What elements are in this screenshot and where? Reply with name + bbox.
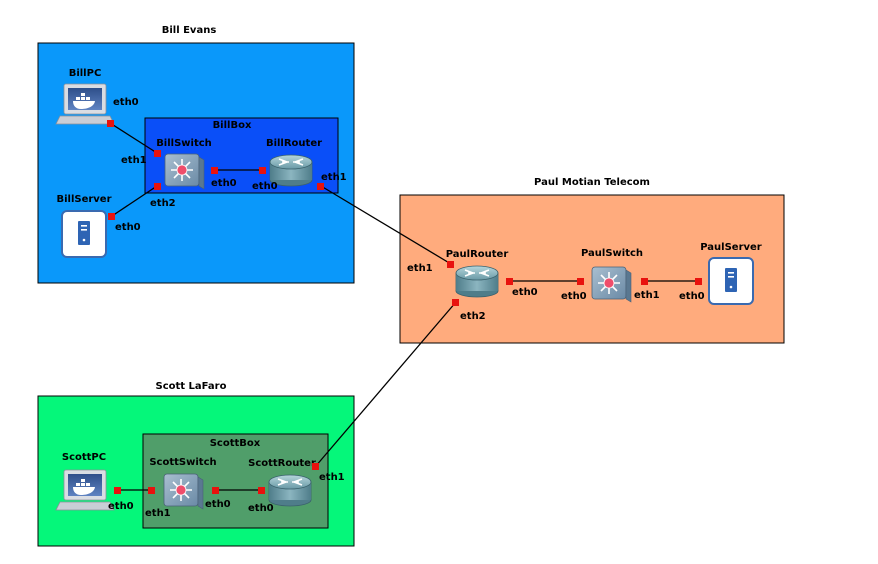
port-label: eth2: [460, 311, 486, 322]
port-label: eth0: [252, 181, 278, 192]
box-billbox-title: BillBox: [213, 120, 252, 131]
docker-pc-icon: [55, 83, 115, 125]
node-label: ScottPC: [62, 452, 106, 463]
node-label: PaulSwitch: [581, 248, 643, 259]
port-marker[interactable]: [108, 213, 115, 220]
switch-icon: [591, 266, 632, 303]
docker-pc-icon: [55, 469, 115, 511]
node-paulrouter[interactable]: PaulRouter: [446, 249, 509, 298]
node-paulswitch[interactable]: PaulSwitch: [581, 248, 643, 303]
port-labels: eth0 eth1 eth0 eth2 eth0 eth0 eth1 eth1 …: [108, 97, 705, 519]
port-label: eth0: [108, 501, 134, 512]
zone-scott-title: Scott LaFaro: [156, 381, 227, 392]
node-label: PaulServer: [700, 242, 762, 253]
port-label: eth0: [211, 178, 237, 189]
node-label: BillServer: [56, 194, 111, 205]
port-marker[interactable]: [154, 183, 161, 190]
node-billswitch[interactable]: BillSwitch: [156, 138, 212, 190]
port-label: eth1: [634, 290, 660, 301]
port-label: eth1: [319, 472, 345, 483]
port-marker[interactable]: [317, 183, 324, 190]
links: [109, 122, 699, 491]
node-label: ScottSwitch: [149, 457, 216, 468]
node-billserver[interactable]: BillServer: [56, 194, 112, 258]
ports: [107, 120, 702, 494]
port-label: eth0: [205, 499, 231, 510]
node-scottrouter[interactable]: ScottRouter: [248, 458, 316, 507]
router-icon: [455, 265, 499, 298]
switch-icon: [164, 153, 205, 190]
port-label: eth0: [248, 503, 274, 514]
node-label: BillSwitch: [156, 138, 212, 149]
port-marker[interactable]: [577, 278, 584, 285]
port-label: eth1: [321, 172, 347, 183]
node-scottswitch[interactable]: ScottSwitch: [149, 457, 217, 510]
port-marker[interactable]: [452, 299, 459, 306]
port-marker[interactable]: [641, 278, 648, 285]
link-billserver-billswitch[interactable]: [111, 185, 158, 217]
port-label: eth0: [561, 291, 587, 302]
node-billpc[interactable]: BillPC: [55, 68, 115, 125]
zone-paul-title: Paul Motian Telecom: [534, 177, 650, 188]
switch-icon: [163, 473, 204, 510]
node-label: PaulRouter: [446, 249, 509, 260]
port-marker[interactable]: [447, 261, 454, 268]
port-label: eth0: [679, 291, 705, 302]
port-marker[interactable]: [258, 487, 265, 494]
port-marker[interactable]: [211, 167, 218, 174]
port-marker[interactable]: [114, 487, 121, 494]
port-marker[interactable]: [506, 278, 513, 285]
port-label: eth1: [145, 508, 171, 519]
port-label: eth1: [407, 263, 433, 274]
link-paulrouter-scottrouter[interactable]: [314, 301, 457, 468]
node-label: BillPC: [69, 68, 102, 79]
server-icon: [61, 210, 107, 258]
server-icon: [708, 257, 754, 305]
port-marker[interactable]: [259, 167, 266, 174]
port-marker[interactable]: [148, 487, 155, 494]
port-label: eth1: [121, 155, 147, 166]
port-marker[interactable]: [154, 150, 161, 157]
port-marker[interactable]: [107, 120, 114, 127]
box-scottbox-title: ScottBox: [210, 438, 261, 449]
node-label: ScottRouter: [248, 458, 316, 469]
port-marker[interactable]: [312, 463, 319, 470]
node-paulserver[interactable]: PaulServer: [700, 242, 762, 305]
router-icon: [268, 474, 312, 507]
node-label: BillRouter: [266, 138, 322, 149]
port-label: eth0: [113, 97, 139, 108]
node-billrouter[interactable]: BillRouter: [266, 138, 322, 187]
link-billpc-billswitch[interactable]: [109, 122, 158, 154]
port-label: eth0: [512, 287, 538, 298]
port-marker[interactable]: [212, 487, 219, 494]
port-label: eth0: [115, 222, 141, 233]
port-label: eth2: [150, 198, 176, 209]
port-marker[interactable]: [695, 278, 702, 285]
link-billrouter-paulrouter[interactable]: [320, 185, 452, 265]
zone-bill-title: Bill Evans: [162, 25, 217, 36]
node-scottpc[interactable]: ScottPC: [55, 452, 115, 511]
